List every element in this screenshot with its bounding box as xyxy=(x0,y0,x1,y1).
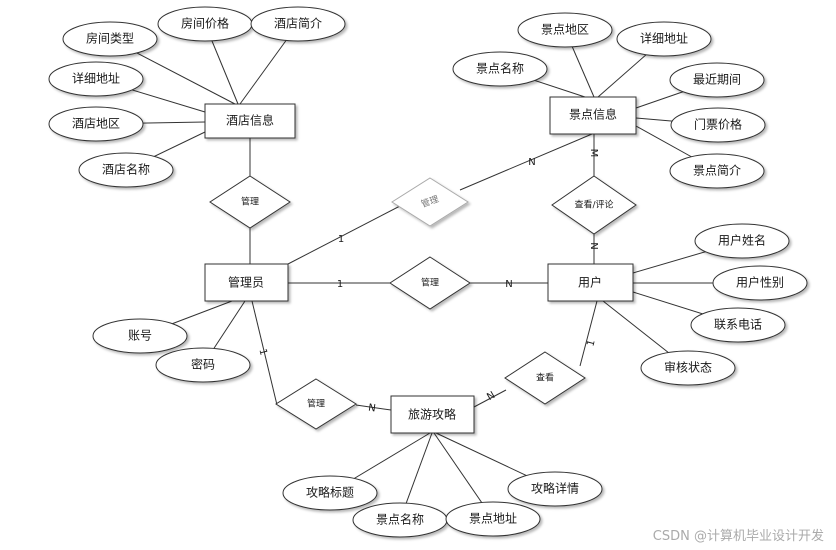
relationship-shapes xyxy=(209,175,637,430)
user-attr-review-status: 审核状态 xyxy=(664,360,712,375)
rel-admin-hotel: 管理 xyxy=(241,196,259,208)
admin-attr-password: 密码 xyxy=(191,357,215,372)
entity-shapes xyxy=(204,96,637,434)
card-admin-user-1: 1 xyxy=(337,279,343,290)
entity-hotel: 酒店信息 xyxy=(226,113,274,128)
card-user-guide-n: N xyxy=(485,390,497,403)
scenic-attr-address: 详细地址 xyxy=(640,31,688,46)
card-admin-guide-1: 1 xyxy=(256,348,268,357)
entity-guide: 旅游攻略 xyxy=(408,407,456,422)
scenic-attr-recent-period: 最近期间 xyxy=(693,73,741,87)
rel-admin-guide: 管理 xyxy=(307,398,325,410)
card-admin-guide-n: N xyxy=(367,403,376,415)
hotel-attr-intro: 酒店简介 xyxy=(274,17,322,31)
guide-attr-detail: 攻略详情 xyxy=(531,481,579,496)
scenic-attr-region: 景点地区 xyxy=(541,23,589,37)
entity-scenic: 景点信息 xyxy=(569,107,617,122)
attribute-shapes xyxy=(48,6,808,538)
user-attr-phone: 联系电话 xyxy=(714,318,762,332)
scenic-attr-name: 景点名称 xyxy=(476,61,524,76)
hotel-attr-room-price: 房间价格 xyxy=(181,16,229,31)
watermark: CSDN @计算机毕业设计开发 xyxy=(652,529,824,544)
scenic-attr-ticket-price: 门票价格 xyxy=(694,117,742,132)
scenic-attr-intro: 景点简介 xyxy=(693,164,741,178)
card-user-scenic-n: N xyxy=(588,242,599,249)
card-user-guide-1: 1 xyxy=(585,339,597,348)
rel-user-guide: 查看 xyxy=(536,372,554,384)
guide-attr-scenic-name: 景点名称 xyxy=(376,512,424,527)
rel-user-scenic: 查看/评论 xyxy=(574,199,613,211)
card-admin-scenic-n: N xyxy=(528,157,535,168)
rel-admin-user: 管理 xyxy=(421,277,439,289)
hotel-attr-address: 详细地址 xyxy=(72,71,120,86)
hotel-attr-name: 酒店名称 xyxy=(102,162,150,177)
user-attr-name: 用户姓名 xyxy=(718,233,766,248)
entity-user: 用户 xyxy=(578,275,602,290)
card-user-scenic-m: M xyxy=(588,149,599,158)
user-attr-gender: 用户性别 xyxy=(736,275,784,290)
guide-attr-scenic-address: 景点地址 xyxy=(469,512,517,526)
hotel-attr-region: 酒店地区 xyxy=(72,117,120,131)
card-admin-user-n: N xyxy=(505,279,512,290)
guide-attr-title: 攻略标题 xyxy=(306,485,354,500)
card-admin-scenic-1: 1 xyxy=(338,234,344,245)
hotel-attr-room-type: 房间类型 xyxy=(86,31,134,46)
admin-attr-account: 账号 xyxy=(128,329,152,343)
entity-admin: 管理员 xyxy=(228,275,264,290)
